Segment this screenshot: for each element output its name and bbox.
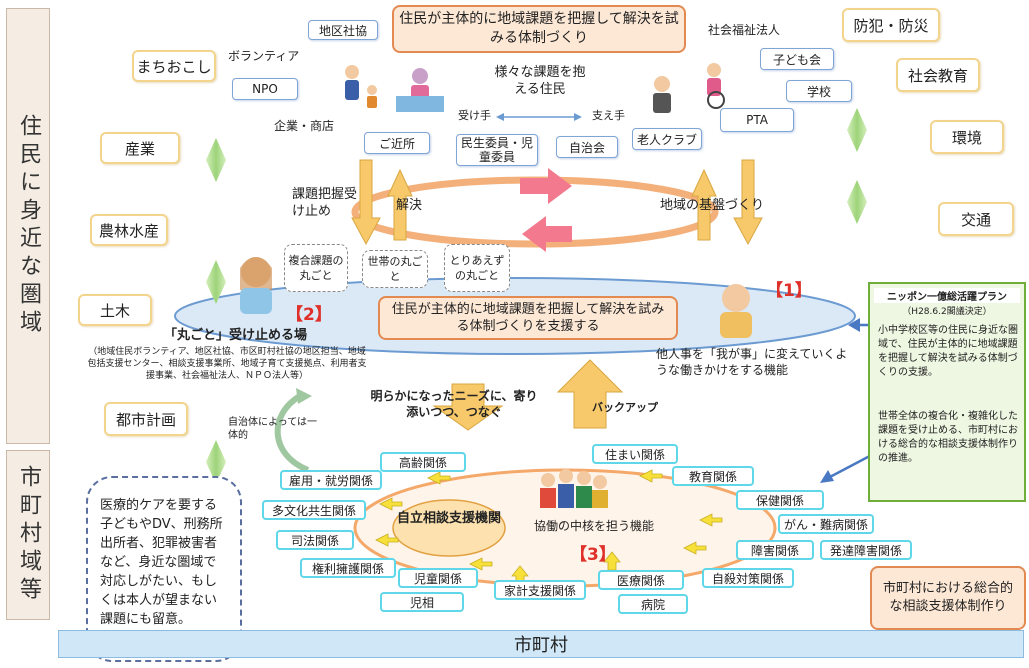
rel-jidou: 児童関係 <box>398 568 478 588</box>
company-label: 企業・商店 <box>274 119 335 133</box>
field-sangyou: 産業 <box>100 132 180 164</box>
kodomokai-box: 子ども会 <box>760 48 834 70</box>
field-kankyou: 環境 <box>930 120 1004 154</box>
solve-label: 解決 <box>396 198 423 213</box>
npo-box: NPO <box>232 78 298 100</box>
field-machiokoshi: まちおこし <box>132 50 216 82</box>
down-arrow-left <box>351 159 381 246</box>
foundation-label: 地域の基盤づくり <box>660 198 765 213</box>
issue-bubble-setai: 世帯の丸ごと <box>362 250 428 288</box>
needs-text: 明らかになったニーズに、寄り添いつつ、つなぐ <box>370 389 538 419</box>
field-shakai-kyouiku: 社会教育 <box>896 58 980 92</box>
rel-jisou: 児相 <box>380 592 464 612</box>
municipal-system-box: 市町村における総合的な相談支援体制作り <box>870 566 1026 630</box>
field-bouhan-bousai: 防犯・防災 <box>842 8 940 42</box>
rel-hoken: 保健関係 <box>736 490 824 510</box>
roujin-club-box: 老人クラブ <box>632 128 702 150</box>
receiver-label: 受け手 <box>458 109 491 122</box>
marugoto-detail: （地域住民ボランティア、地区社協、市区町村社協の地区担当、地域包括支援センター、… <box>87 347 367 381</box>
rel-jisatsu: 自殺対策関係 <box>702 568 794 588</box>
grasp-label: 課題把握受け止め <box>292 187 358 219</box>
field-koutsuu: 交通 <box>938 202 1014 236</box>
municipal-area-label: 市町村域等 <box>16 465 41 605</box>
supporter-label: 支え手 <box>592 109 625 122</box>
down-arrow-right <box>733 159 763 246</box>
backup-arrow <box>556 359 624 429</box>
field-nourinsuisan: 農林水産 <box>90 214 168 246</box>
label-num3: 【3】 <box>570 545 616 565</box>
neighbors-box: ご近所 <box>364 132 430 154</box>
rel-tabunka: 多文化共生関係 <box>262 500 366 520</box>
core-function-label: 協働の中核を担う機能 <box>534 519 655 533</box>
label-num2: 【2】 <box>286 305 332 325</box>
plan-title: ニッポン一億総活躍プラン <box>874 288 1020 303</box>
green-diamonds <box>206 108 867 484</box>
up-arrow-right <box>691 168 717 241</box>
up-arrow-left <box>387 168 413 241</box>
rel-gan-nanbyou: がん・難病関係 <box>778 514 874 534</box>
jichitai-note: 自治体によっては一体的 <box>228 417 317 441</box>
various-issues-label: 様々な課題を抱える住民 <box>494 65 586 97</box>
core-center-shape <box>392 499 506 557</box>
label-num1: 【1】 <box>766 281 812 301</box>
field-doboku: 土木 <box>78 294 152 326</box>
plan-text-1: 小中学校区等の住民に身近な圏域で、住民が主体的に地域課題を把握して解決を試みる体… <box>878 325 1018 378</box>
municipality-bar: 市町村 <box>58 630 1024 658</box>
municipality-bar-label: 市町村 <box>514 635 568 656</box>
return-curve-arrow <box>274 393 310 473</box>
needs-arrow <box>432 383 504 431</box>
rel-shihou: 司法関係 <box>276 530 354 550</box>
backup-label: バックアップ <box>592 401 658 414</box>
core-small-arrows <box>375 469 723 585</box>
minsei-box: 民生委員・児童委員 <box>456 134 538 166</box>
pink-arrow-left <box>522 216 572 252</box>
core-center-label: 自立相談支援機関 <box>396 511 501 526</box>
residential-area-band: 住民に身近な圏域 <box>6 8 50 444</box>
pink-arrow-right <box>520 168 572 204</box>
residential-area-label: 住民に身近な圏域 <box>16 114 41 338</box>
rel-kyouiku: 教育関係 <box>672 466 754 486</box>
issue-bubble-fukugou: 複合課題の丸ごと <box>284 244 348 292</box>
field-toshikeikaku: 都市計画 <box>104 402 188 436</box>
rel-koureikankei: 高齢関係 <box>380 452 466 472</box>
top-system-box: 住民が主体的に地域課題を把握して解決を試みる体制づくり <box>392 5 686 53</box>
volunteer-label: ボランティア <box>228 49 300 63</box>
rel-hattatsu: 発達障害関係 <box>820 540 912 560</box>
top-system-text: 住民が主体的に地域課題を把握して解決を試みる体制づくり <box>399 11 679 46</box>
rel-kakei: 家計支援関係 <box>494 580 586 600</box>
plan-box: ニッポン一億総活躍プラン （H28.6.2閣議決定） 小中学校区等の住民に身近な… <box>868 282 1026 502</box>
marugoto-title: 「丸ごと」受け止める場 <box>164 328 308 343</box>
pta-box: PTA <box>720 108 794 132</box>
plan-text-2: 世帯全体の複合化・複雑化した課題を受け止める、市町村における総合的な相談支援体制… <box>878 411 1018 464</box>
rel-shougai: 障害関係 <box>736 540 814 560</box>
rel-sumai: 住まい関係 <box>592 444 678 464</box>
plan-date: （H28.6.2閣議決定） <box>902 307 992 317</box>
shakai-fukushi-houjin-label: 社会福祉法人 <box>708 23 781 37</box>
rel-byouin: 病院 <box>618 594 688 614</box>
support-box: 住民が主体的に地域課題を把握して解決を試みる体制づくりを支援する <box>378 296 678 340</box>
chiku-shakyo-box: 地区社協 <box>308 20 378 40</box>
rel-iryou: 医療関係 <box>598 570 684 590</box>
jichikai-box: 自治会 <box>556 136 618 158</box>
issue-bubble-toriaezu: とりあえずの丸ごと <box>444 244 510 292</box>
gakkou-box: 学校 <box>786 80 852 102</box>
tanin-goto-text: 他人事を「我が事」に変えていくような働きかけをする機能 <box>656 347 848 377</box>
municipal-area-band: 市町村域等 <box>6 450 50 620</box>
rel-kenri-yougo: 権利擁護関係 <box>300 558 396 578</box>
people-illustrations <box>240 63 752 508</box>
rel-koyou-shuurou: 雇用・就労関係 <box>280 470 382 490</box>
